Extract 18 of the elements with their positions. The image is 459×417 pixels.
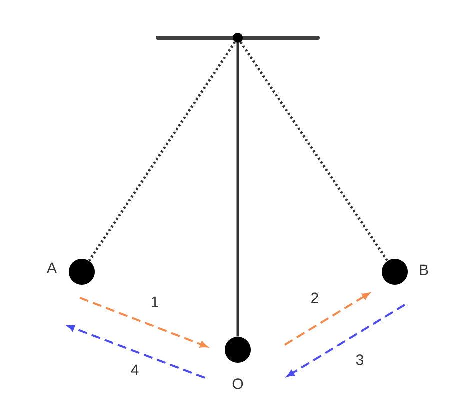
edge-label: 1 <box>150 296 160 308</box>
motion-arrow <box>284 293 370 346</box>
string-line <box>240 42 389 262</box>
pendulum-bob <box>225 336 251 363</box>
edge-label: 3 <box>354 354 366 366</box>
motion-arrow <box>287 304 406 377</box>
motion-arrow <box>68 325 206 379</box>
motion-arrow <box>80 297 208 348</box>
point-label: O <box>232 378 244 390</box>
string-line <box>236 43 240 337</box>
pivot-point <box>233 33 243 43</box>
edge-label: 2 <box>310 292 320 304</box>
point-label: A <box>47 262 57 274</box>
string-line <box>88 42 236 262</box>
edge-label: 4 <box>130 364 140 376</box>
pendulum-bob <box>69 258 95 285</box>
point-label: B <box>420 264 428 276</box>
pendulum-bob <box>382 258 408 285</box>
